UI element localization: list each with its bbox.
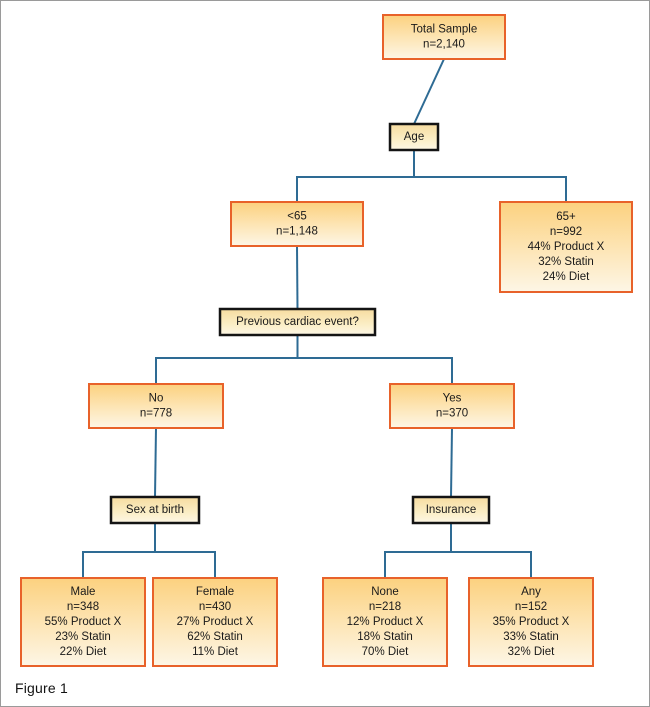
node-over-65-line-3: 32% Statin (538, 256, 594, 268)
node-previous-cardiac-event[interactable]: Previous cardiac event? (218, 307, 377, 337)
node-over-65[interactable]: 65+ n=992 44% Product X 32% Statin 24% Diet (499, 201, 633, 293)
node-box-yes (389, 383, 515, 429)
node-any[interactable]: Any n=152 35% Product X 33% Statin 32% Diet (468, 577, 594, 667)
node-any-line-3: 33% Statin (503, 631, 559, 643)
connector-age-to-under-65 (296, 150, 415, 202)
node-any-line-4: 32% Diet (508, 646, 555, 658)
node-box-any (468, 577, 594, 667)
node-male-line-4: 22% Diet (60, 646, 107, 658)
node-none-line-3: 18% Statin (357, 631, 413, 643)
node-no-line-0: No (149, 393, 164, 405)
node-box-age (388, 122, 440, 152)
node-sex-at-birth-line-0: Sex at birth (126, 504, 184, 516)
connector-sex-at-birth-to-male (82, 523, 156, 578)
node-box-sex-at-birth (109, 495, 201, 525)
connector-under-65-to-previous-cardiac-event (296, 245, 299, 310)
connector-insurance-to-any (450, 523, 532, 578)
node-under-65-line-0: <65 (287, 211, 307, 223)
node-male-line-0: Male (71, 586, 96, 598)
node-age-line-0: Age (404, 131, 424, 143)
node-under-65[interactable]: <65 n=1,148 (230, 201, 364, 247)
connector-insurance-to-none (384, 523, 452, 578)
node-none-line-0: None (371, 586, 399, 598)
connector-layer (82, 58, 567, 578)
node-male-line-2: 55% Product X (45, 616, 122, 628)
node-none-line-1: n=218 (369, 601, 401, 613)
node-box-total-sample (382, 14, 506, 60)
node-over-65-line-1: n=992 (550, 226, 582, 238)
connector-sex-at-birth-to-female (154, 523, 216, 578)
node-none-line-2: 12% Product X (347, 616, 424, 628)
node-male-line-1: n=348 (67, 601, 99, 613)
node-box-insurance (411, 495, 491, 525)
node-under-65-line-1: n=1,148 (276, 226, 318, 238)
node-sex-at-birth[interactable]: Sex at birth (109, 495, 201, 525)
node-box-previous-cardiac-event (218, 307, 377, 337)
node-total-sample-line-1: n=2,140 (423, 39, 465, 51)
node-male[interactable]: Male n=348 55% Product X 23% Statin 22% Diet (20, 577, 146, 667)
node-female-line-2: 27% Product X (177, 616, 254, 628)
node-box-none (322, 577, 448, 667)
node-any-line-2: 35% Product X (493, 616, 570, 628)
node-female-line-0: Female (196, 586, 234, 598)
node-no-line-1: n=778 (140, 408, 172, 420)
connector-age-to-over-65 (413, 150, 567, 202)
connector-yes-to-insurance (450, 427, 453, 498)
node-insurance[interactable]: Insurance (411, 495, 491, 525)
node-previous-cardiac-event-line-0: Previous cardiac event? (236, 316, 359, 328)
connector-total-sample-to-age (413, 58, 445, 125)
node-box-no (88, 383, 224, 429)
node-yes-line-0: Yes (443, 393, 462, 405)
node-box-under-65 (230, 201, 364, 247)
node-age[interactable]: Age (388, 122, 440, 152)
node-over-65-line-4: 24% Diet (543, 271, 590, 283)
node-no[interactable]: No n=778 (88, 383, 224, 429)
node-yes-line-1: n=370 (436, 408, 468, 420)
node-female-line-4: 11% Diet (192, 646, 239, 658)
node-male-line-3: 23% Statin (55, 631, 111, 643)
node-box-male (20, 577, 146, 667)
figure-caption: Figure 1 (15, 680, 68, 696)
connector-previous-cardiac-event-to-yes (296, 335, 453, 384)
node-over-65-line-2: 44% Product X (528, 241, 605, 253)
node-female-line-3: 62% Statin (187, 631, 243, 643)
node-none[interactable]: None n=218 12% Product X 18% Statin 70% Diet (322, 577, 448, 667)
node-insurance-line-0: Insurance (426, 504, 477, 516)
node-total-sample-line-0: Total Sample (411, 24, 477, 36)
node-box-over-65 (499, 201, 633, 293)
node-box-female (152, 577, 278, 667)
node-yes[interactable]: Yes n=370 (389, 383, 515, 429)
connector-previous-cardiac-event-to-no (155, 335, 299, 384)
node-any-line-0: Any (521, 586, 541, 598)
node-over-65-line-0: 65+ (556, 211, 576, 223)
node-any-line-1: n=152 (515, 601, 547, 613)
node-none-line-4: 70% Diet (362, 646, 409, 658)
node-female-line-1: n=430 (199, 601, 231, 613)
node-female[interactable]: Female n=430 27% Product X 62% Statin 11% Di… (152, 577, 278, 667)
connector-no-to-sex-at-birth (154, 427, 157, 498)
node-total-sample[interactable]: Total Sample n=2,140 (382, 14, 506, 60)
